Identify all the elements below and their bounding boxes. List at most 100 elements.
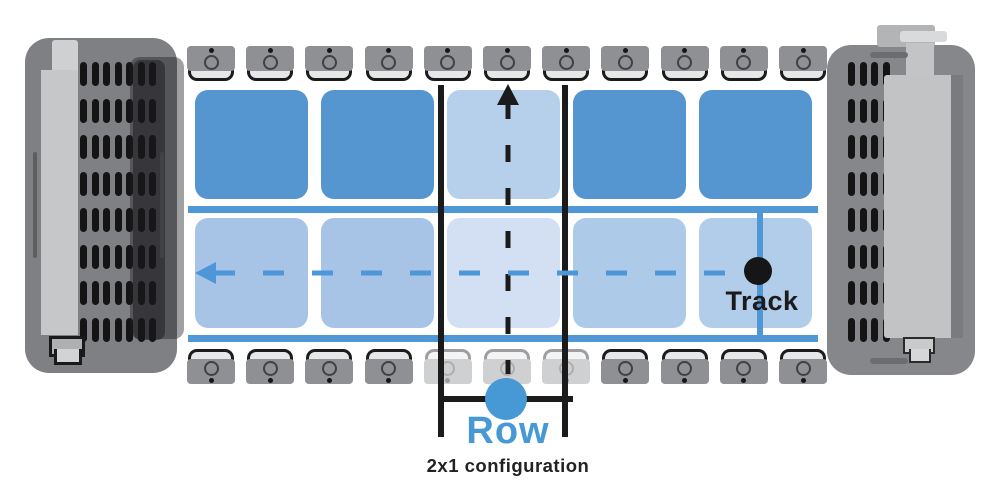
vent-slot-icon: [149, 281, 156, 305]
clamp-bolt-icon: [617, 54, 633, 70]
vent-slot-icon: [149, 62, 156, 86]
clamp-flap: [661, 68, 708, 81]
vent-slot-icon: [103, 244, 110, 269]
clamp-pin-icon: [326, 377, 332, 383]
clamp-bolt-icon: [795, 54, 811, 70]
clamp-flap: [602, 349, 649, 362]
clamp-bolt-icon: [499, 54, 515, 70]
vent-slot-icon: [859, 171, 867, 196]
vent-slot-icon: [848, 208, 855, 232]
clamp-flap: [365, 68, 412, 81]
clamp-bolt-icon: [203, 54, 219, 70]
vent-slot-icon: [859, 317, 867, 342]
right-drive-machine: [827, 25, 975, 375]
vent-slot-icon: [103, 171, 110, 196]
vent-slot-icon: [126, 135, 133, 159]
clamp-body: [779, 359, 827, 384]
clamp-bolt-icon: [677, 54, 693, 70]
clamp-bolt-icon: [558, 54, 574, 70]
clamp-pin-icon: [622, 377, 628, 383]
clamp-body: [483, 359, 531, 384]
vent-slot-icon: [137, 208, 145, 232]
clamp-bolt-icon: [736, 360, 752, 376]
vent-slot-icon: [859, 244, 867, 269]
vent-slot-icon: [91, 281, 99, 305]
clamp-flap: [720, 68, 767, 81]
row-bracket-base: [438, 396, 573, 402]
module-row-top: [195, 90, 825, 199]
clamp-flap: [188, 349, 234, 362]
vent-slot-icon: [871, 98, 878, 123]
clamp-flap: [780, 349, 826, 362]
row-bracket-left: [438, 85, 444, 437]
vent-slot-icon: [80, 98, 87, 123]
vent-slot-icon: [137, 317, 145, 342]
vent-slot-icon: [137, 171, 145, 196]
vent-slot-icon: [149, 135, 156, 159]
vent-slot-icon: [91, 171, 99, 196]
vent-slot-icon: [882, 62, 890, 86]
clamp-body: [246, 46, 295, 71]
clamp-body: [719, 46, 768, 71]
clamp-pin-icon: [326, 47, 332, 53]
vent-slot-icon: [871, 244, 878, 269]
vent-slot-icon: [126, 98, 133, 123]
vent-slot-icon: [859, 98, 867, 123]
vent-slot-icon: [80, 135, 87, 159]
vent-slot-icon: [80, 281, 87, 305]
clamp-pin-icon: [267, 47, 273, 53]
mounting-clamp: [246, 46, 295, 85]
clamp-body: [423, 46, 472, 71]
clamp-pin-icon: [386, 377, 392, 383]
clamp-flap: [365, 349, 412, 362]
vent-slot-icon: [103, 62, 110, 86]
clamp-pin-icon: [445, 47, 451, 53]
mounting-clamp: [423, 46, 472, 85]
vent-slot-icon: [114, 62, 122, 86]
clamp-flap: [424, 68, 471, 81]
clamp-pin-icon: [682, 47, 688, 53]
clamp-bolt-icon: [321, 54, 337, 70]
clamp-pin-icon: [386, 47, 392, 53]
mounting-clamp: [660, 345, 709, 384]
vent-slot-icon: [114, 281, 122, 305]
vent-slot-icon: [91, 317, 99, 342]
vent-slot-icon: [137, 244, 145, 269]
torque-tube-line-mid: [188, 206, 818, 213]
clamp-bolt-icon: [440, 54, 456, 70]
module-panel: [195, 218, 308, 328]
module-panel: [447, 90, 560, 199]
clamp-bolt-icon: [499, 360, 515, 376]
clamp-body: [187, 46, 235, 71]
clamp-pin-icon: [800, 377, 806, 383]
vent-slot-icon: [80, 244, 87, 269]
mounting-clamp: [601, 345, 650, 384]
track-tube-line: [757, 208, 763, 342]
vent-slot-icon: [859, 208, 867, 232]
clamp-body: [719, 359, 768, 384]
clamp-flap: [543, 68, 590, 81]
vent-slot-icon: [80, 62, 87, 86]
vent-slot-icon: [848, 98, 855, 123]
machine-handle-slot: [33, 152, 37, 258]
vent-slot-icon: [137, 135, 145, 159]
vent-slot-icon: [149, 244, 156, 269]
clamp-flap: [247, 349, 294, 362]
clamp-flap: [306, 349, 353, 362]
vent-slot-icon: [871, 135, 878, 159]
vent-slot-icon: [126, 62, 133, 86]
vent-slot-icon: [871, 62, 878, 86]
clamp-pin-icon: [208, 377, 214, 383]
mounting-clamp: [305, 345, 354, 384]
clamp-pin-icon: [445, 377, 451, 383]
mounting-clamp: [719, 345, 768, 384]
vent-slot-icon: [848, 171, 855, 196]
vent-slot-icon: [126, 281, 133, 305]
clamp-row-top: [187, 46, 827, 85]
clamp-flap: [247, 68, 294, 81]
clamp-body: [305, 46, 354, 71]
clamp-body: [364, 359, 413, 384]
vent-slot-icon: [137, 62, 145, 86]
mounting-clamp: [187, 345, 235, 384]
